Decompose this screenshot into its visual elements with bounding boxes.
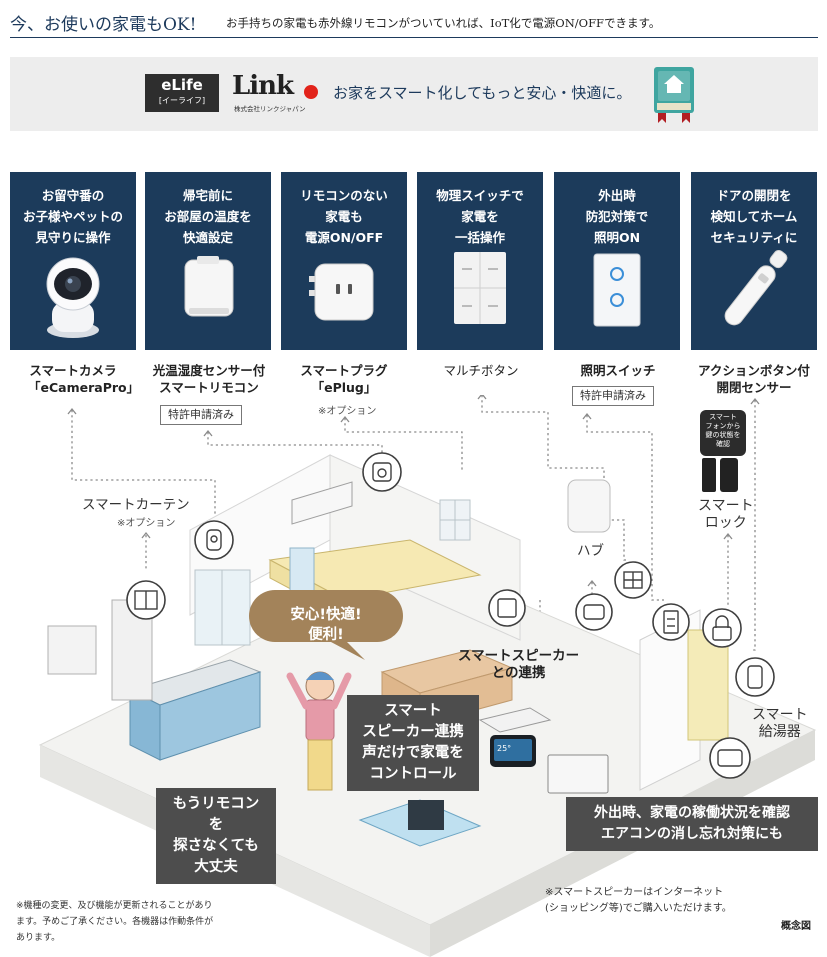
patent-badge-remote: 特許申請済み [160, 405, 242, 425]
concept-label: 概念図 [781, 921, 811, 932]
link-logo-text: Link [232, 71, 294, 101]
page-title: 今、お使いの家電もOK! [10, 15, 197, 35]
feature-card-light-switch: 外出時防犯対策で照明ON [554, 172, 680, 350]
award-badge-icon [654, 67, 694, 123]
door-sensor-icon [691, 250, 817, 350]
feature-card-title: ドアの開閉を検知してホームセキュリティに [710, 188, 798, 245]
link-logo: Link 株式会社リンクジャパン [232, 71, 318, 115]
multi-button-icon [417, 250, 543, 350]
feature-card-door-sensor: ドアの開閉を検知してホームセキュリティに [691, 172, 817, 350]
feature-card-title: 物理スイッチで家電を一括操作 [436, 188, 524, 245]
feature-card-title: 帰宅前にお部屋の温度を快適設定 [164, 188, 252, 245]
smart-curtain-label: スマートカーテン [82, 497, 190, 513]
page-header: 今、お使いの家電もOK! お手持ちの家電も赤外線リモコンがついていれば、IoT化… [10, 6, 818, 38]
footnote-speaker: ※スマートスピーカーはインターネット(ショッピング等)でご購入いただけます。 [545, 887, 732, 914]
footnote-disclaimer: ※機種の変更、及び機能が更新されることがあります。予めご了承ください。各機器は作… [16, 901, 214, 943]
feature-card-title: リモコンのない家電も電源ON/OFF [300, 188, 388, 245]
feature-card-plug: リモコンのない家電も電源ON/OFF [281, 172, 407, 350]
option-note-curtain: ※オプション [117, 518, 176, 529]
product-label-camera: スマートカメラ「eCameraPro」 [28, 363, 140, 395]
water-heater-label: スマート給湯器 [752, 707, 808, 740]
feature-card-remote: 帰宅前にお部屋の温度を快適設定 [145, 172, 271, 350]
hub-label: ハブ [577, 543, 604, 559]
product-label-remote: 光温湿度センサー付スマートリモコン [152, 363, 266, 395]
elife-logo-subtext: [イーライフ] [158, 96, 206, 105]
link-company-name: 株式会社リンクジャパン [234, 105, 306, 113]
speaker-callout: スマートスピーカー連携声だけで家電をコントロール [347, 695, 479, 791]
speaker-link-label: スマートスピーカーとの連携 [458, 648, 580, 681]
product-label-plug: スマートプラグ「ePlug」 [300, 363, 388, 395]
remote-icon [145, 250, 271, 350]
elife-logo-text: eLife [161, 76, 203, 94]
elife-logo: eLife [イーライフ] [145, 74, 219, 112]
feature-card-title: お留守番のお子様やペットの見守りに操作 [22, 188, 123, 245]
feature-card-camera: お留守番のお子様やペットの見守りに操作 [10, 172, 136, 350]
patent-badge-light-switch: 特許申請済み [572, 386, 654, 406]
smart-lock-label: スマートロック [698, 498, 754, 531]
brand-banner: eLife [イーライフ] Link 株式会社リンクジャパン お家をスマート化し… [10, 57, 818, 131]
product-label-light-switch: 照明スイッチ [580, 363, 656, 378]
plug-icon [281, 250, 407, 350]
speech-bubble-text: 安心!快適!便利! [290, 607, 362, 643]
lock-note-bubble: スマート フォンから 鍵の状態を 確認 [705, 413, 741, 448]
product-label-door-sensor: アクションボタン付開閉センサー [698, 363, 810, 395]
page-subtitle: お手持ちの家電も赤外線リモコンがついていれば、IoT化で電源ON/OFFできます… [226, 16, 661, 30]
speaker-screen-text: 25° [497, 744, 512, 753]
banner-tagline: お家をスマート化してもっと安心・快適に。 [333, 84, 632, 102]
away-callout: 外出時、家電の稼働状況を確認エアコンの消し忘れ対策にも [566, 797, 818, 851]
link-logo-dot [304, 85, 318, 99]
room-illustration [38, 395, 817, 957]
light-switch-icon [554, 250, 680, 350]
product-label-multi-button: マルチボタン [443, 363, 519, 378]
feature-card-title: 外出時防犯対策で照明ON [585, 188, 649, 245]
remote-callout: もうリモコンを探さなくても大丈夫 [156, 788, 276, 884]
option-note-plug: ※オプション [318, 406, 377, 417]
camera-icon [10, 250, 136, 350]
feature-card-multi-button: 物理スイッチで家電を一括操作 [417, 172, 543, 350]
